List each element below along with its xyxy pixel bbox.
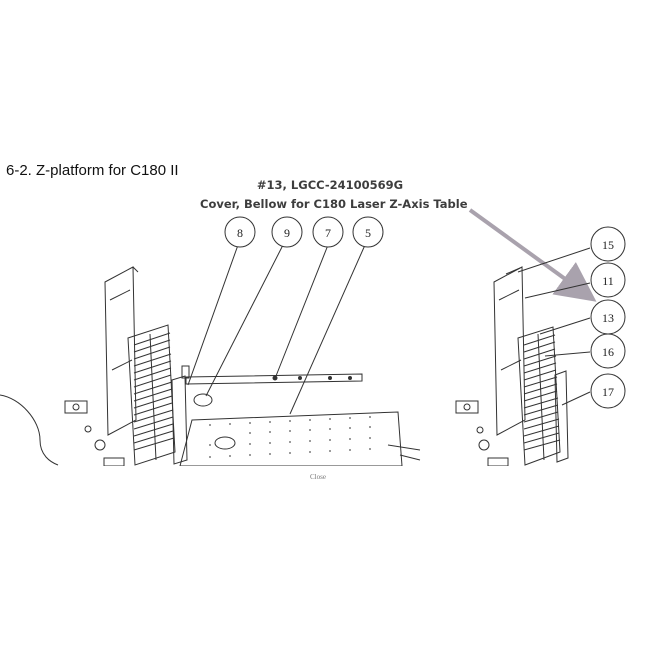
right-assembly: [455, 266, 569, 467]
crop-mask: [0, 466, 650, 650]
part-number: #13, LGCC-24100569G: [256, 178, 404, 192]
part-description: Cover, Bellow for C180 Laser Z-Axis Tabl…: [200, 197, 468, 211]
left-callouts: 8 9 7 5: [224, 216, 384, 248]
section-title: 6-2. Z-platform for C180 II: [6, 162, 179, 179]
left-assembly: [0, 266, 421, 467]
callout-5: 5: [352, 216, 384, 248]
svg-text:9: 9: [284, 226, 290, 240]
svg-text:15: 15: [602, 238, 614, 252]
callout-16: 16: [590, 333, 626, 369]
svg-text:11: 11: [602, 274, 614, 288]
right-leaders: [517, 247, 591, 406]
svg-text:16: 16: [602, 345, 614, 359]
callout-8: 8: [224, 216, 256, 248]
callout-7: 7: [312, 216, 344, 248]
callout-11: 11: [590, 262, 626, 298]
callout-17: 17: [590, 373, 626, 409]
bellow-left: [127, 324, 176, 466]
callout-13: 13: [590, 299, 626, 335]
svg-text:8: 8: [237, 226, 243, 240]
callout-15: 15: [590, 226, 626, 262]
callout-9: 9: [271, 216, 303, 248]
plate-holes: [209, 416, 371, 458]
svg-text:17: 17: [602, 385, 614, 399]
svg-text:5: 5: [365, 226, 371, 240]
svg-text:13: 13: [602, 311, 614, 325]
close-label[interactable]: Close: [310, 473, 326, 481]
svg-text:7: 7: [325, 226, 331, 240]
left-leaders: [187, 244, 366, 415]
pointer-arrow: [468, 208, 597, 302]
part-heading: #13, LGCC-24100569G Cover, Bellow for C1…: [200, 176, 468, 214]
bellow-right: [517, 326, 561, 466]
right-callouts: 15 11 13 16 17: [590, 226, 626, 409]
